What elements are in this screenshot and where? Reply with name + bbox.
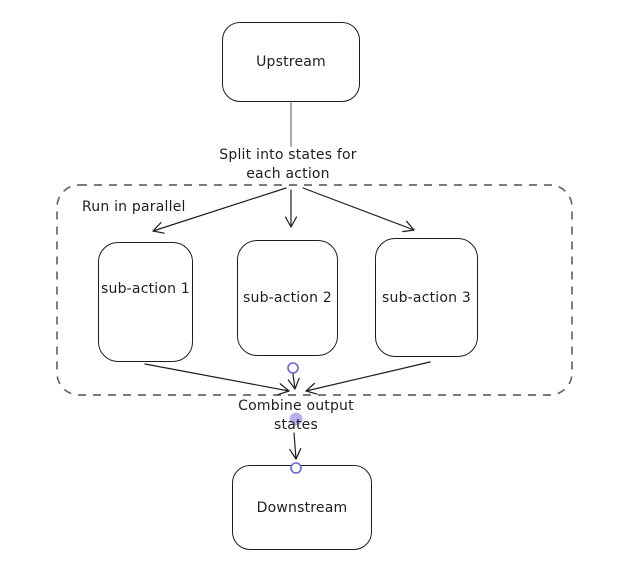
- split-label-line1: Split into states for: [219, 147, 357, 163]
- node-sub-action-1[interactable]: sub-action 1: [98, 242, 193, 362]
- combine-label-line1: Combine output: [238, 398, 354, 414]
- arrow-split-to-sub3: [302, 187, 415, 233]
- node-sub-action-3-label: sub-action 3: [382, 289, 471, 306]
- node-sub-action-1-label: sub-action 1: [101, 281, 190, 297]
- arrow-sub1-to-combine: [144, 363, 290, 396]
- node-downstream[interactable]: Downstream: [232, 465, 372, 550]
- connection-point-sub2: [287, 362, 299, 374]
- split-label-line2: each action: [246, 166, 330, 182]
- node-sub-action-2-label: sub-action 2: [243, 290, 332, 306]
- node-upstream[interactable]: Upstream: [222, 22, 360, 102]
- run-in-parallel-label: Run in parallel: [82, 199, 186, 215]
- combine-label: Combine output states: [226, 397, 366, 435]
- arrow-sub3-to-combine: [305, 361, 431, 395]
- combine-label-line2: states: [274, 417, 318, 433]
- node-downstream-label: Downstream: [256, 499, 348, 516]
- split-label: Split into states for each action: [198, 146, 378, 184]
- node-upstream-label: Upstream: [256, 54, 326, 70]
- node-sub-action-3[interactable]: sub-action 3: [375, 238, 478, 357]
- node-sub-action-2[interactable]: sub-action 2: [237, 240, 338, 356]
- arrow-combine-to-downstream: [289, 432, 302, 460]
- arrow-sub2-to-combine: [287, 373, 300, 390]
